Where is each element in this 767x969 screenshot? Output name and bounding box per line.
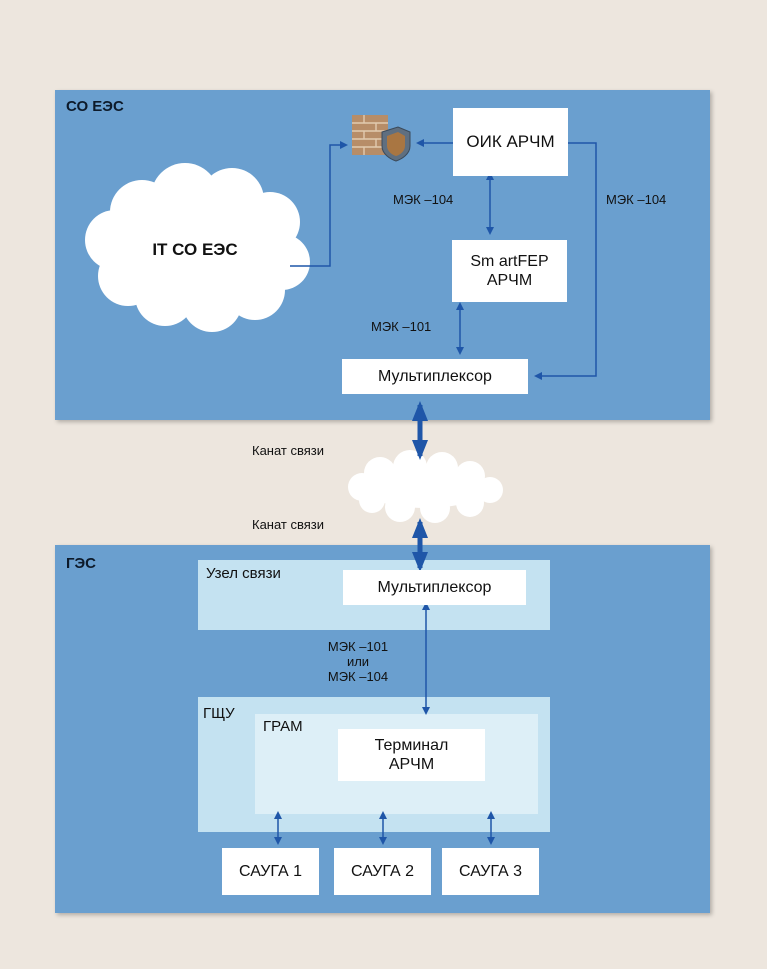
gram-label: ГРАМ xyxy=(263,718,303,735)
protocol-label: МЭК –101 или МЭК –104 xyxy=(327,639,389,684)
so-ees-multiplexer-box: Мультиплексор xyxy=(342,359,528,394)
so-ees-title: СО ЕЭС xyxy=(66,98,124,115)
mek101-label: МЭК –101 xyxy=(371,319,432,334)
sauga-2-box: САУГА 2 xyxy=(334,848,431,895)
gshu-label: ГЩУ xyxy=(203,705,235,722)
mek104-right-label: МЭК –104 xyxy=(606,192,667,207)
sauga-3-box: САУГА 3 xyxy=(442,848,539,895)
ges-title: ГЭС xyxy=(66,555,97,572)
channel-label-top: Канат связи xyxy=(252,443,325,458)
mek104-left-label: МЭК –104 xyxy=(393,192,454,207)
smartfep-box: Sm artFEP АРЧМ xyxy=(452,240,567,302)
sauga-1-box: САУГА 1 xyxy=(222,848,319,895)
it-cloud-label: IT СО ЕЭС xyxy=(152,239,238,259)
channel-label-bottom: Канат связи xyxy=(252,517,325,532)
channel-cloud-shape xyxy=(348,450,503,523)
terminal-archm-box: Терминал АРЧМ xyxy=(338,729,485,781)
communication-node-label: Узел связи xyxy=(206,565,281,582)
oik-archm-box: ОИК АРЧМ xyxy=(453,108,568,176)
ges-multiplexer-box: Мультиплексор xyxy=(343,570,526,605)
